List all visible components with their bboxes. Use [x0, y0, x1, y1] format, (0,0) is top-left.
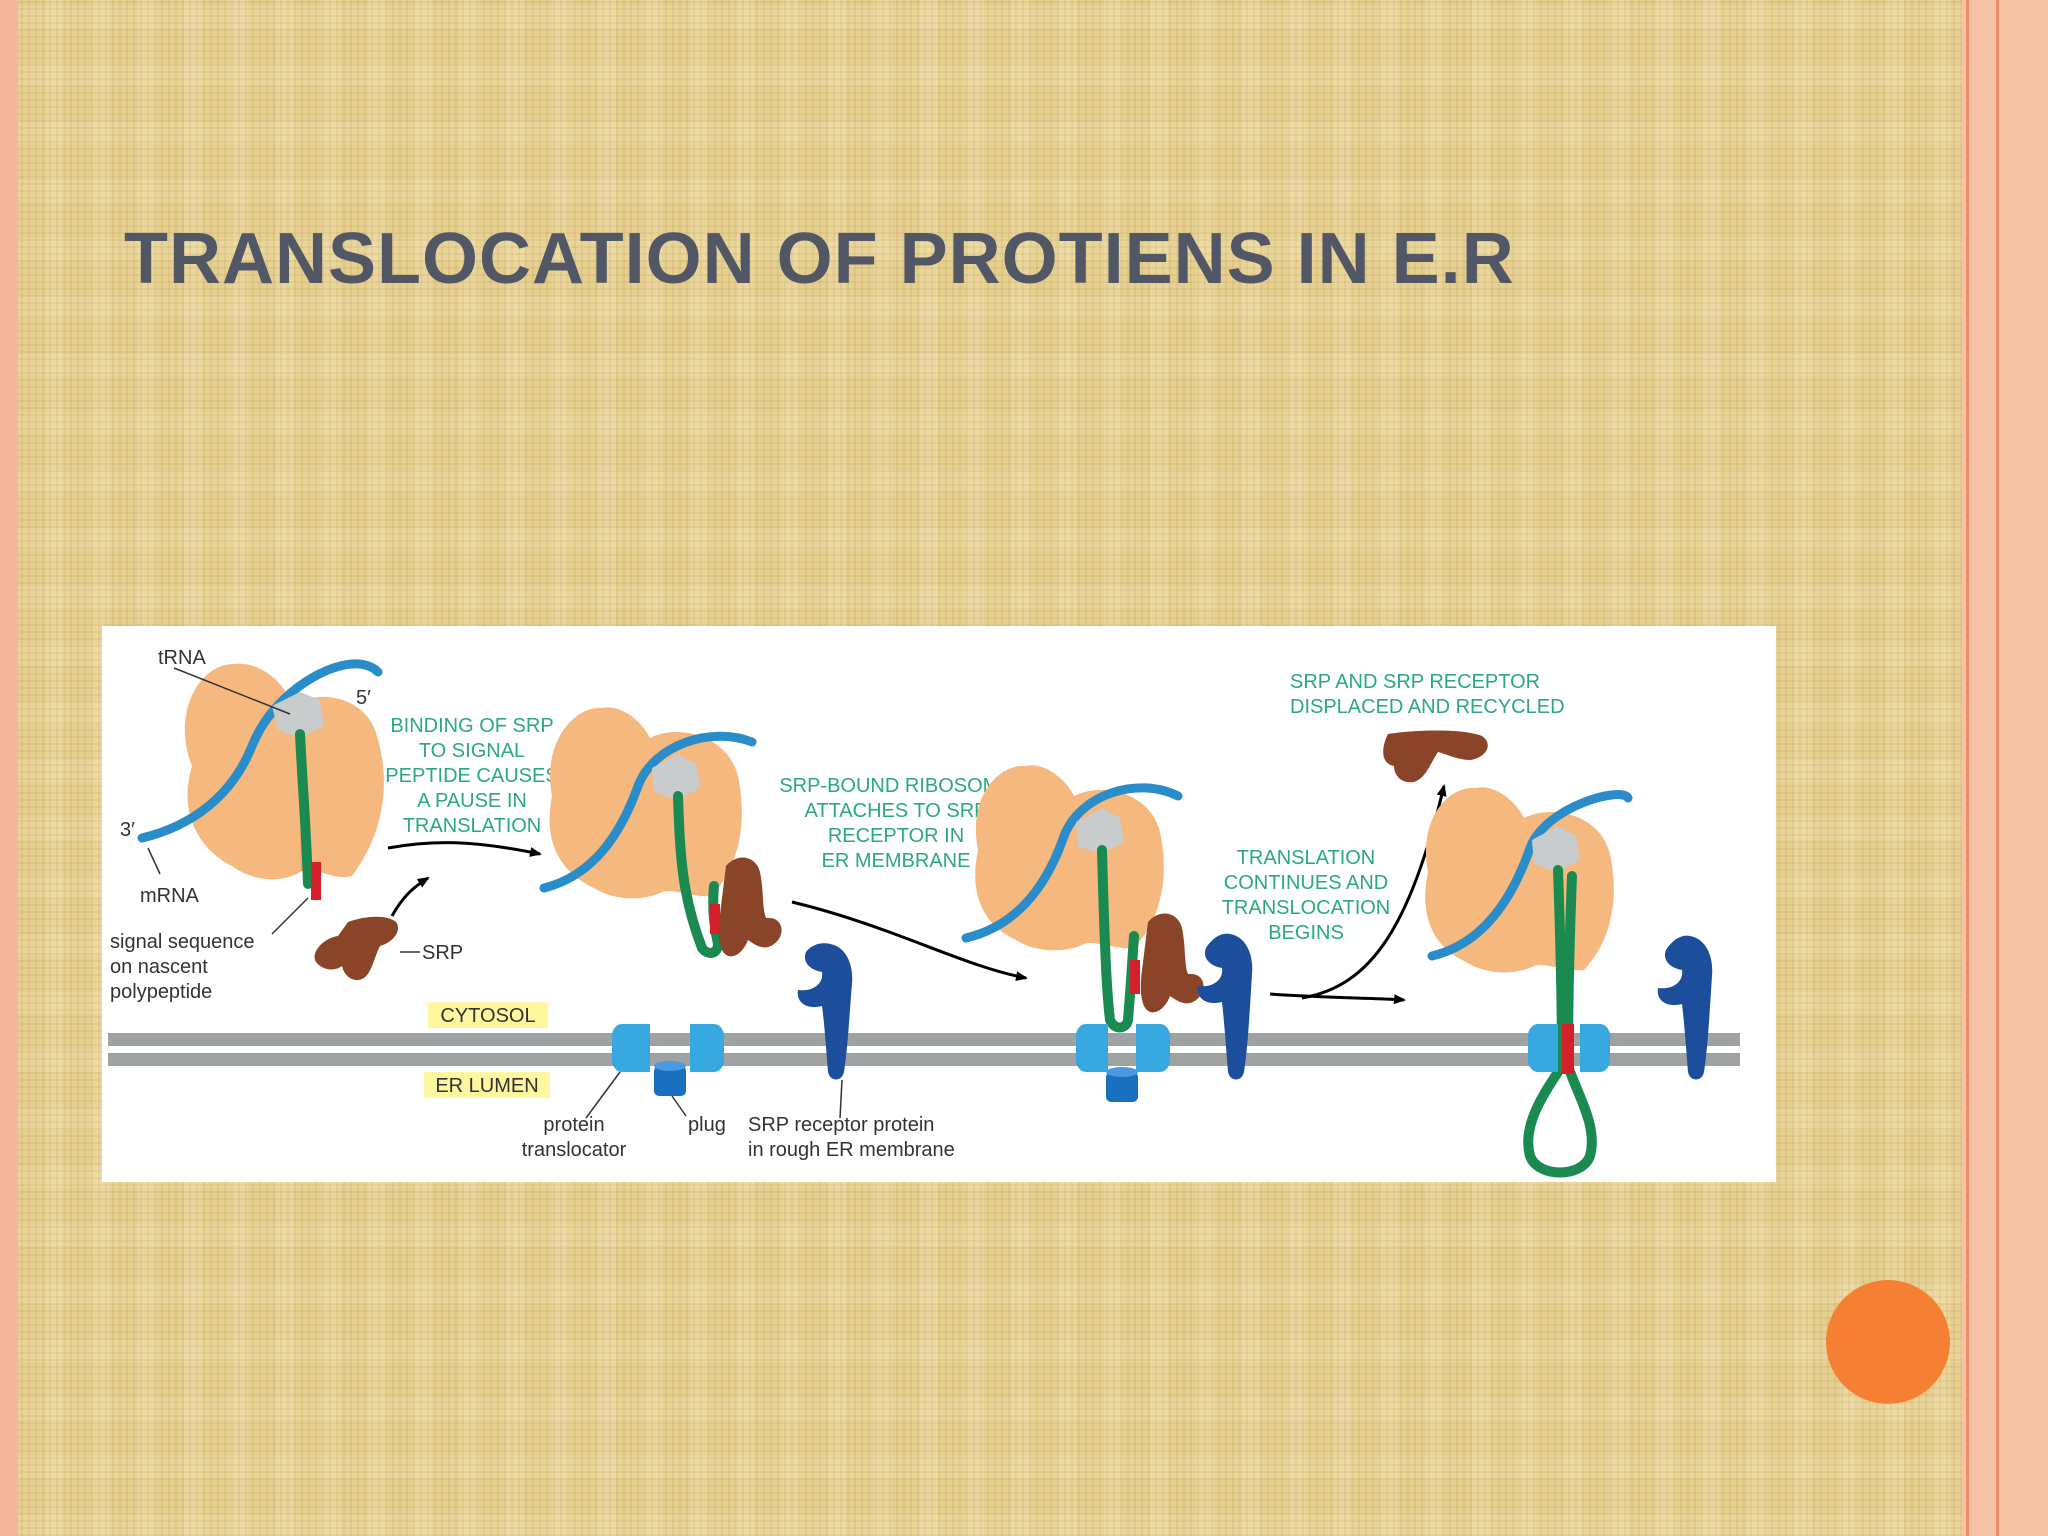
polypeptide-loop-4	[1523, 865, 1597, 1178]
svg-text:SRP AND SRP RECEPTOR: SRP AND SRP RECEPTOR	[1290, 671, 1540, 693]
signal-sequence-2	[710, 904, 720, 934]
protein-translocator-2	[1076, 1024, 1170, 1102]
three-prime-label: 3′	[120, 819, 135, 841]
svg-text:in rough ER membrane: in rough ER membrane	[748, 1139, 955, 1161]
srp-receptor-3	[1657, 935, 1713, 1080]
er-lumen-label: ER LUMEN	[435, 1075, 538, 1097]
protein-translocator-3	[1528, 1024, 1610, 1072]
right-border	[1962, 0, 2048, 1536]
srp-bound-2	[718, 857, 782, 957]
mrna-label: mRNA	[140, 885, 200, 907]
plug-label: plug	[688, 1114, 726, 1136]
svg-text:TO SIGNAL: TO SIGNAL	[419, 740, 525, 762]
mrna-strand-3	[961, 783, 1183, 943]
svg-text:CONTINUES AND: CONTINUES AND	[1224, 872, 1388, 894]
svg-text:on nascent: on nascent	[110, 956, 208, 978]
plug-1	[654, 1066, 686, 1096]
svg-text:TRANSLATION: TRANSLATION	[1237, 847, 1376, 869]
svg-text:DISPLACED AND RECYCLED: DISPLACED AND RECYCLED	[1290, 696, 1565, 718]
trna-4	[1532, 826, 1580, 872]
trna-2	[652, 754, 700, 800]
step-4-text: SRP AND SRP RECEPTOR DISPLACED AND RECYC…	[1290, 671, 1565, 718]
slide-title: TRANSLOCATION OF PROTIENS IN E.R	[124, 219, 1515, 299]
svg-text:TRANSLATION: TRANSLATION	[403, 815, 542, 837]
trna-3	[1076, 808, 1124, 854]
protein-translocator-1	[612, 1024, 724, 1096]
svg-text:polypeptide: polypeptide	[110, 981, 212, 1003]
er-lumen-highlight	[424, 1072, 550, 1098]
svg-text:SRP receptor protein: SRP receptor protein	[748, 1114, 934, 1136]
arrow-step-1	[387, 841, 542, 857]
svg-text:TRANSLOCATION: TRANSLOCATION	[1222, 897, 1391, 919]
svg-text:PEPTIDE CAUSES: PEPTIDE CAUSES	[385, 765, 558, 787]
left-border	[0, 0, 18, 1536]
svg-text:RECEPTOR IN: RECEPTOR IN	[828, 825, 964, 847]
signal-sequence-3	[1130, 960, 1140, 994]
svg-text:A PAUSE IN: A PAUSE IN	[417, 790, 527, 812]
srp-receptor-2	[1197, 933, 1253, 1080]
svg-text:SRP-BOUND RIBOSOME: SRP-BOUND RIBOSOME	[779, 775, 1012, 797]
srp-receptor-1	[797, 943, 853, 1080]
signal-pointer	[271, 897, 309, 935]
svg-text:BINDING OF SRP: BINDING OF SRP	[390, 715, 553, 737]
srp-bound-3	[1140, 913, 1204, 1013]
arrow-srp-binding	[390, 876, 430, 917]
signal-sequence-4	[1562, 1024, 1574, 1074]
trna-pointer	[173, 667, 291, 715]
plug-pointer	[671, 1095, 687, 1117]
signal-sequence-1	[311, 862, 321, 900]
cytosol-label: CYTOSOL	[440, 1005, 535, 1027]
er-membrane-top	[108, 1033, 1740, 1046]
mrna-strand-2	[539, 731, 757, 893]
srp-translocation-diagram: CYTOSOL ER LUMEN SRP tRNA 5′ 3′ mRNA sig…	[108, 647, 1740, 1178]
srp-label: SRP	[422, 942, 463, 964]
polypeptide-1	[295, 729, 313, 889]
accent-dot	[1826, 1280, 1950, 1404]
right-border-line	[1966, 0, 1969, 1536]
protein-translocator-label: protein translocator	[522, 1114, 627, 1161]
mrna-strand-4	[1427, 790, 1633, 961]
mrna-pointer	[147, 847, 161, 875]
cytosol-highlight	[428, 1002, 548, 1028]
srp-recycled	[1383, 730, 1488, 783]
translocator-pointer	[585, 1071, 621, 1119]
right-border-line	[1996, 0, 1999, 1536]
arrow-step-3	[1269, 992, 1406, 1005]
svg-text:translocator: translocator	[522, 1139, 627, 1161]
plug-2	[1106, 1072, 1138, 1102]
svg-text:ATTACHES TO SRP: ATTACHES TO SRP	[805, 800, 988, 822]
srp-free	[314, 916, 399, 981]
receptor-pointer	[839, 1079, 843, 1119]
svg-text:signal sequence: signal sequence	[110, 931, 255, 953]
svg-text:protein: protein	[543, 1114, 604, 1136]
trna-label: tRNA	[158, 647, 206, 669]
step-2-text: SRP-BOUND RIBOSOME ATTACHES TO SRP RECEP…	[779, 775, 1012, 872]
svg-text:BEGINS: BEGINS	[1268, 922, 1344, 944]
signal-sequence-label: signal sequence on nascent polypeptide	[110, 931, 255, 1003]
step-1-text: BINDING OF SRP TO SIGNAL PEPTIDE CAUSES …	[385, 715, 558, 837]
srp-receptor-label: SRP receptor protein in rough ER membran…	[748, 1114, 955, 1161]
diagram-panel: CYTOSOL ER LUMEN SRP tRNA 5′ 3′ mRNA sig…	[102, 626, 1776, 1182]
svg-text:ER MEMBRANE: ER MEMBRANE	[822, 850, 971, 872]
er-membrane-bottom	[108, 1053, 1740, 1066]
step-3-text: TRANSLATION CONTINUES AND TRANSLOCATION …	[1222, 847, 1391, 944]
five-prime-label: 5′	[356, 687, 371, 709]
arrow-step-2	[791, 900, 1028, 982]
trna-1	[272, 692, 324, 738]
